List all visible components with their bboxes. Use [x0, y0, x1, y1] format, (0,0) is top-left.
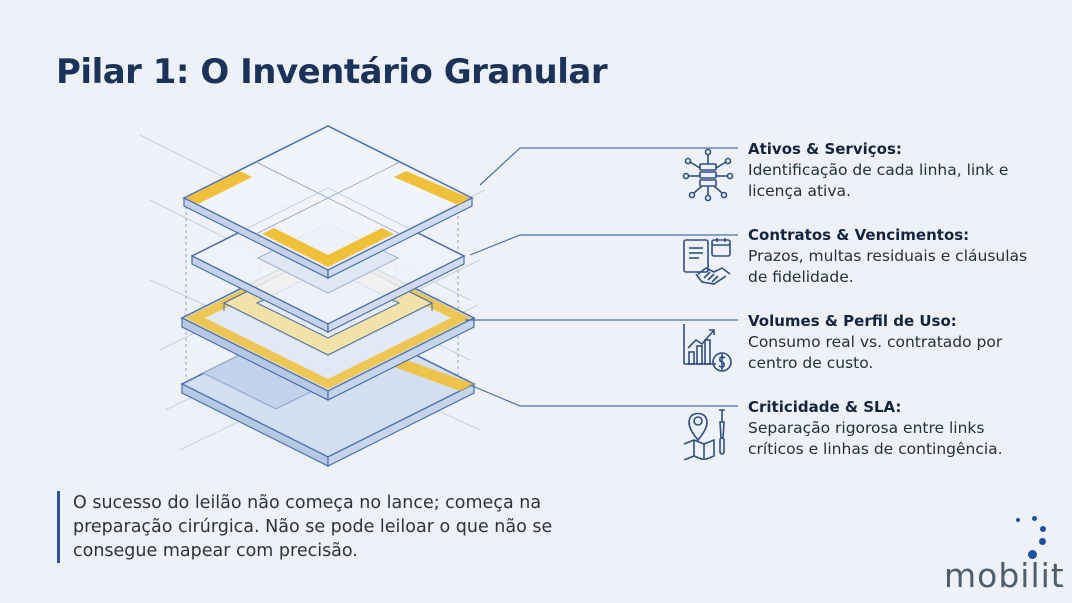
logo-dot [1040, 526, 1046, 532]
logo-dot [1039, 538, 1046, 545]
logo-dot [1016, 518, 1020, 522]
item-description: Consumo real vs. contratado por centro d… [748, 333, 1003, 372]
summary-quote: O sucesso do leilão não começa no lance;… [57, 491, 593, 563]
item-title: Ativos & Serviços: [748, 140, 902, 158]
mobilit-logo: mobilit [940, 512, 1065, 598]
inventory-item-contratos: Contratos & Vencimentos: Prazos, multas … [680, 226, 1050, 306]
inventory-item-ativos: Ativos & Serviços: Identificação de cada… [680, 140, 1050, 220]
inventory-item-volumes: Volumes & Perfil de Uso: Consumo real vs… [680, 312, 1050, 392]
item-description: Identificação de cada linha, link e lice… [748, 161, 1009, 200]
inventory-item-criticidade: Criticidade & SLA: Separação rigorosa en… [680, 398, 1050, 478]
contract-handshake-icon [683, 238, 731, 285]
layer-ativos [182, 125, 474, 279]
logo-text: mobilit [944, 556, 1065, 595]
item-description: Prazos, multas residuais e cláusulas de … [748, 247, 1028, 286]
logo-dot [1032, 516, 1037, 521]
network-server-icon [682, 148, 734, 202]
chart-money-icon [683, 324, 732, 372]
item-title: Criticidade & SLA: [748, 398, 902, 416]
map-pin-tools-icon [683, 409, 725, 460]
item-description: Separação rigorosa entre links críticos … [748, 419, 1003, 458]
logo-dot [1028, 550, 1037, 559]
leader-lines [465, 147, 738, 407]
page-title: Pilar 1: O Inventário Granular [56, 52, 608, 92]
item-title: Contratos & Vencimentos: [748, 226, 970, 244]
item-title: Volumes & Perfil de Uso: [748, 312, 957, 330]
